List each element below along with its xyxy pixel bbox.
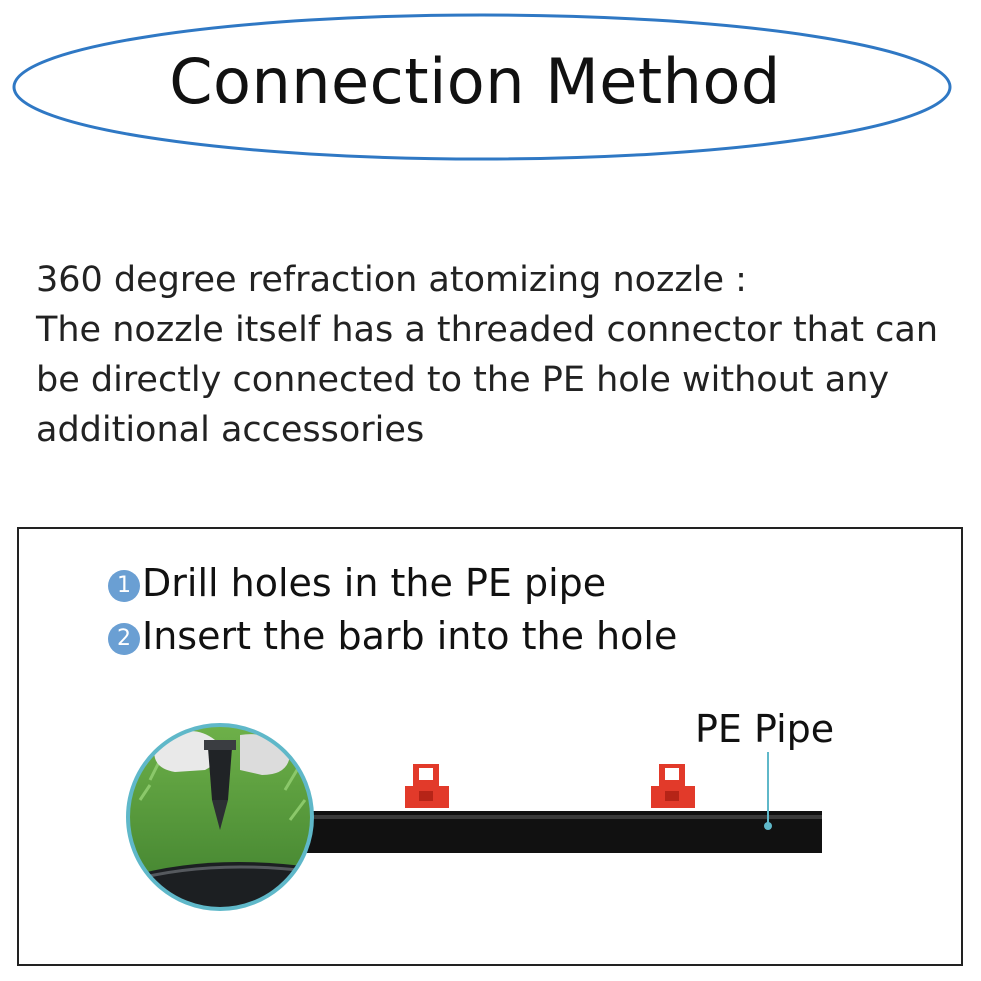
description-line: be directly connected to the PE hole wit… — [36, 360, 890, 400]
description-line: 360 degree refraction atomizing nozzle : — [36, 260, 747, 300]
diagram-panel — [17, 527, 963, 966]
title-oval-frame — [12, 13, 952, 161]
step-number-badge: 2 — [108, 623, 140, 655]
pe-pipe-label: PE Pipe — [695, 707, 835, 751]
step-text: Insert the barb into the hole — [142, 614, 678, 658]
page-title: Connection Method — [169, 45, 781, 118]
description-line: additional accessories — [36, 410, 425, 450]
step-number-badge: 1 — [108, 570, 140, 602]
step-text: Drill holes in the PE pipe — [142, 561, 607, 605]
description-block: 360 degree refraction atomizing nozzle :… — [36, 255, 976, 455]
description-line: The nozzle itself has a threaded connect… — [36, 310, 939, 350]
